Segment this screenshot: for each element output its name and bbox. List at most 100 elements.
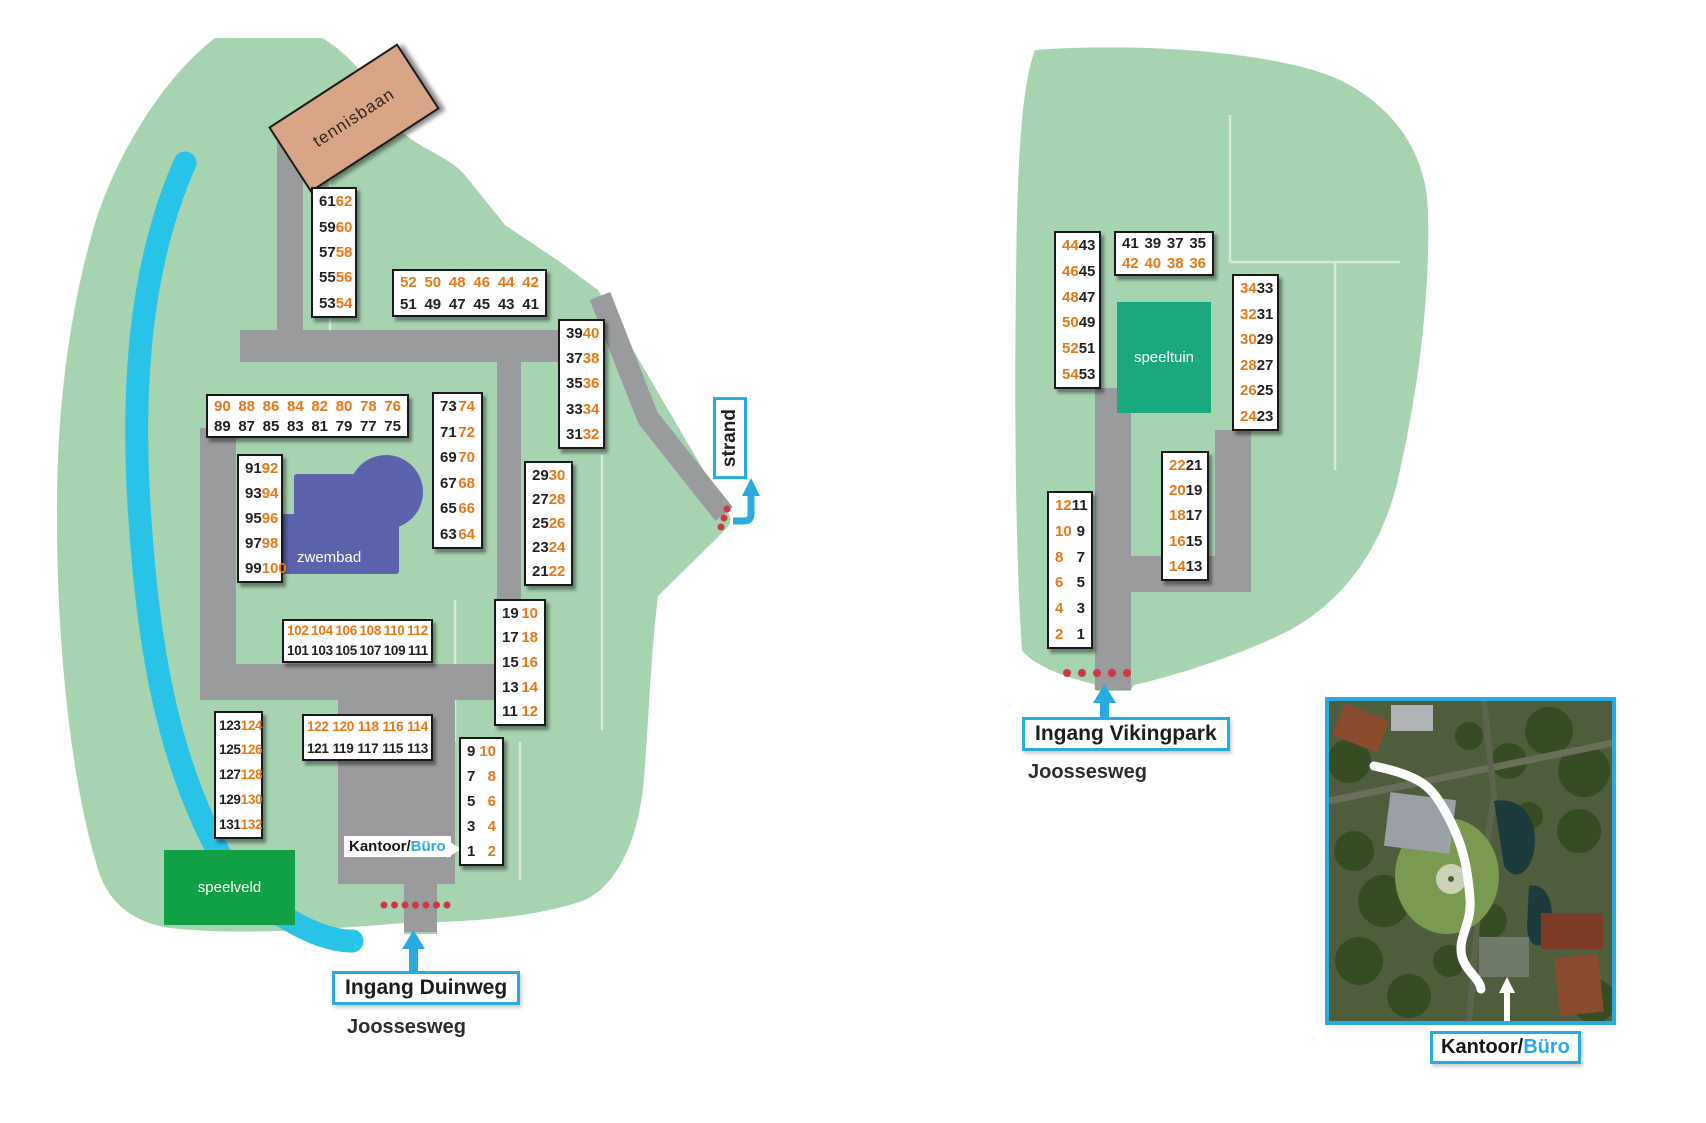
plot-number: 126 xyxy=(240,742,263,758)
plot-number: 74 xyxy=(458,398,475,416)
plot-number: 113 xyxy=(407,740,428,756)
plot-number: 96 xyxy=(261,510,279,527)
plot-number: 112 xyxy=(407,623,428,639)
plot-number: 21 xyxy=(1185,457,1203,475)
plot-number: 91 xyxy=(245,460,262,477)
plot-number: 71 xyxy=(440,423,457,441)
plot-number: 35 xyxy=(566,375,583,393)
plot-number: 120 xyxy=(332,719,355,734)
plot-number: 38 xyxy=(582,350,600,368)
plot-number: 13 xyxy=(1185,557,1203,575)
plot-number: 31 xyxy=(566,425,583,443)
plot-number: 14 xyxy=(521,678,538,696)
plot-number: 51 xyxy=(400,295,417,313)
plot-number: 10 xyxy=(479,743,496,760)
photo-office-label: Kantoor/Büro xyxy=(1430,1031,1581,1064)
plot-number: 92 xyxy=(261,460,279,477)
plot-number: 34 xyxy=(582,400,600,418)
plot-number: 69 xyxy=(440,449,457,467)
plot-number: 4 xyxy=(1055,599,1064,617)
playground-label: speeltuin xyxy=(1133,349,1195,366)
plot-number: 110 xyxy=(383,623,405,639)
plot-number: 50 xyxy=(424,273,442,291)
plot-number: 95 xyxy=(245,510,262,527)
plot-number: 2 xyxy=(1055,625,1064,643)
plot-number: 108 xyxy=(359,623,382,639)
plot-number: 36 xyxy=(582,375,600,393)
strand-dots xyxy=(717,505,731,531)
plot-number: 11 xyxy=(1071,497,1088,515)
plot-number: 93 xyxy=(245,485,262,502)
plot-number: 97 xyxy=(245,535,262,552)
plot-number: 19 xyxy=(1185,482,1203,500)
plot-number: 121 xyxy=(307,740,329,756)
plot-number: 130 xyxy=(240,792,263,808)
plot-number: 122 xyxy=(307,719,329,734)
plot-number: 10 xyxy=(1055,522,1072,540)
photo-office-label-black: Kantoor/ xyxy=(1441,1036,1524,1058)
tennis-court-label: tennisbaan xyxy=(309,84,398,151)
plot-number: 106 xyxy=(335,623,357,639)
plot-number: 118 xyxy=(357,719,379,734)
plot-number: 105 xyxy=(335,643,357,659)
plot-number: 119 xyxy=(332,740,354,756)
plot-number: 22 xyxy=(548,563,566,581)
plot-number: 109 xyxy=(383,643,406,659)
plot-number: 66 xyxy=(458,500,475,518)
plot-number: 55 xyxy=(319,269,336,287)
plot-number: 8 xyxy=(487,768,496,785)
plot-number: 2 xyxy=(487,843,496,860)
plot-number: 40 xyxy=(582,325,600,343)
street-label-right: Joossesweg xyxy=(1028,761,1147,783)
plot-number: 99 xyxy=(245,560,262,577)
plot-number: 107 xyxy=(359,643,382,659)
office-label-black: Kantoor/ xyxy=(349,838,411,855)
plot-number: 44 xyxy=(1062,237,1079,255)
plot-number: 61 xyxy=(319,193,336,211)
plot-number: 39 xyxy=(1144,234,1162,252)
entrance-vikingpark-label: Ingang Vikingpark xyxy=(1022,717,1230,751)
plot-number: 36 xyxy=(1189,255,1206,273)
plot-number: 46 xyxy=(1062,262,1079,280)
plot-number: 1 xyxy=(467,843,476,860)
plot-number: 17 xyxy=(502,629,519,647)
plot-number: 115 xyxy=(382,740,404,756)
plot-number: 132 xyxy=(240,816,263,832)
plot-number: 111 xyxy=(407,643,428,659)
plot-number: 27 xyxy=(1256,356,1274,374)
plot-number: 127 xyxy=(219,767,241,783)
plot-number: 4 xyxy=(487,818,496,835)
plot-number: 10 xyxy=(521,604,538,622)
plot-number: 75 xyxy=(384,417,401,435)
photo-route-path xyxy=(1369,761,1486,994)
play-field: speelveld xyxy=(164,850,295,925)
plot-number: 28 xyxy=(548,490,566,508)
plot-number: 43 xyxy=(1078,237,1096,255)
plot-number: 37 xyxy=(1166,234,1184,252)
plot-number: 8 xyxy=(1055,548,1064,566)
